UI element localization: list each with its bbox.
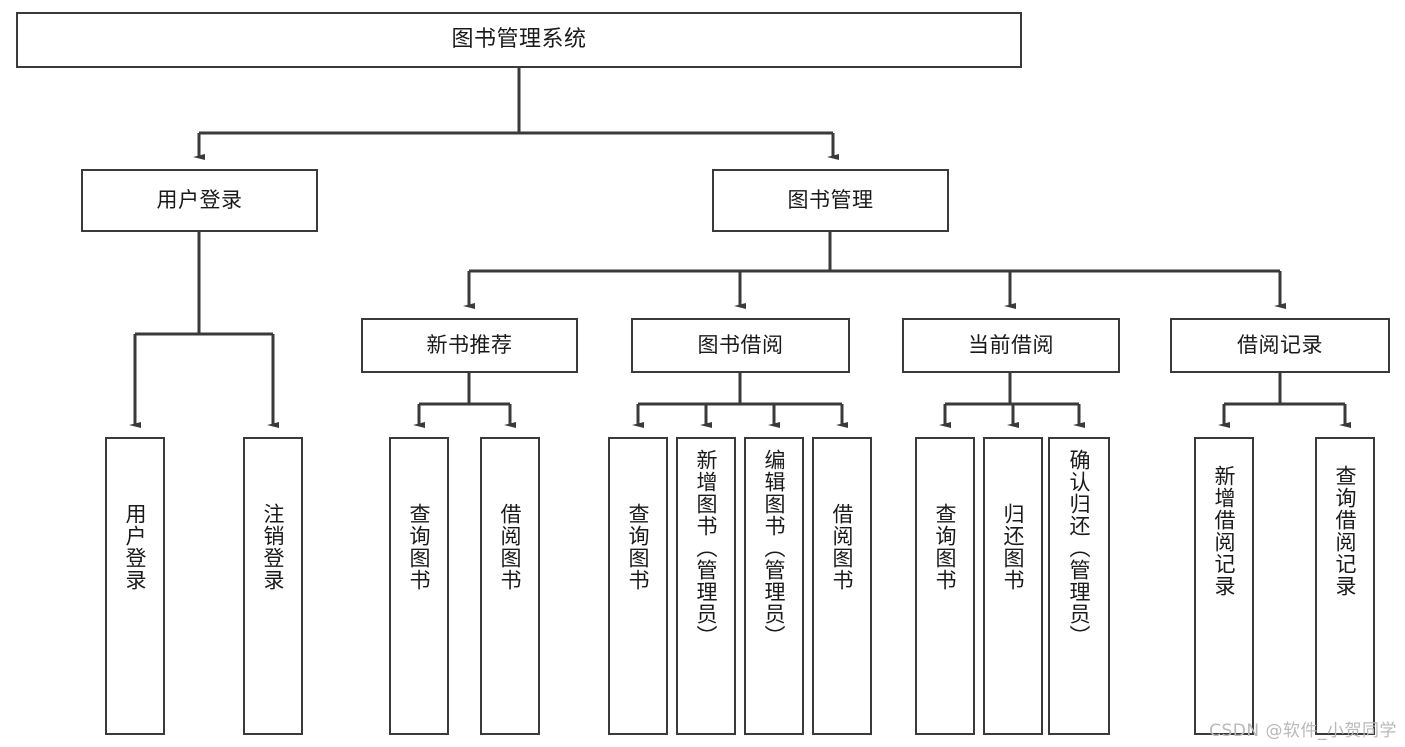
node-leaf-query-book-3-label: 查询图书: [933, 503, 958, 591]
node-leaf-query-book-3[interactable]: 查询图书: [915, 437, 975, 735]
node-leaf-add-record[interactable]: 新增借阅记录: [1194, 437, 1254, 735]
node-leaf-add-record-label: 新增借阅记录: [1212, 465, 1237, 597]
node-root-system-label: 图书管理系统: [451, 27, 587, 53]
node-leaf-borrow-book-1[interactable]: 借阅图书: [480, 437, 540, 735]
node-leaf-edit-book[interactable]: 编辑图书（管理员）: [744, 437, 804, 735]
node-leaf-logout-login-label: 注销登录: [261, 503, 286, 591]
node-current-borrow-label: 当前借阅: [968, 333, 1054, 358]
node-leaf-add-book[interactable]: 新增图书（管理员）: [676, 437, 736, 735]
node-leaf-query-record[interactable]: 查询借阅记录: [1315, 437, 1375, 735]
node-borrow-record-label: 借阅记录: [1237, 333, 1323, 358]
node-new-book-recommend[interactable]: 新书推荐: [361, 318, 578, 373]
node-leaf-query-book-1-label: 查询图书: [407, 503, 432, 591]
node-leaf-confirm-return[interactable]: 确认归还（管理员）: [1048, 437, 1110, 735]
watermark-credit: CSDN @软件_小贺同学: [1209, 721, 1397, 741]
node-leaf-user-login[interactable]: 用户登录: [105, 437, 165, 735]
node-leaf-confirm-return-label: 确认归还（管理员）: [1067, 449, 1092, 647]
node-borrow-record[interactable]: 借阅记录: [1170, 318, 1390, 373]
node-leaf-logout-login[interactable]: 注销登录: [243, 437, 303, 735]
node-leaf-user-login-label: 用户登录: [123, 503, 148, 591]
node-new-book-recommend-label: 新书推荐: [426, 333, 513, 358]
node-book-borrow-label: 图书借阅: [697, 333, 784, 358]
node-leaf-query-book-1[interactable]: 查询图书: [389, 437, 449, 735]
node-root-system[interactable]: 图书管理系统: [16, 12, 1022, 68]
node-leaf-query-book-2-label: 查询图书: [626, 503, 651, 591]
node-user-login[interactable]: 用户登录: [81, 169, 318, 232]
node-book-borrow[interactable]: 图书借阅: [631, 318, 850, 373]
node-user-login-label: 用户登录: [156, 188, 243, 213]
node-book-manage[interactable]: 图书管理: [712, 169, 949, 232]
node-book-manage-label: 图书管理: [787, 188, 874, 213]
node-leaf-borrow-book-2[interactable]: 借阅图书: [812, 437, 872, 735]
node-current-borrow[interactable]: 当前借阅: [902, 318, 1120, 373]
node-leaf-add-book-label: 新增图书（管理员）: [694, 449, 719, 647]
node-leaf-return-book[interactable]: 归还图书: [983, 437, 1043, 735]
node-leaf-borrow-book-2-label: 借阅图书: [830, 503, 855, 591]
node-leaf-return-book-label: 归还图书: [1001, 503, 1026, 591]
node-leaf-query-book-2[interactable]: 查询图书: [608, 437, 668, 735]
node-leaf-edit-book-label: 编辑图书（管理员）: [762, 449, 787, 647]
node-leaf-borrow-book-1-label: 借阅图书: [498, 503, 523, 591]
node-leaf-query-record-label: 查询借阅记录: [1333, 465, 1358, 597]
